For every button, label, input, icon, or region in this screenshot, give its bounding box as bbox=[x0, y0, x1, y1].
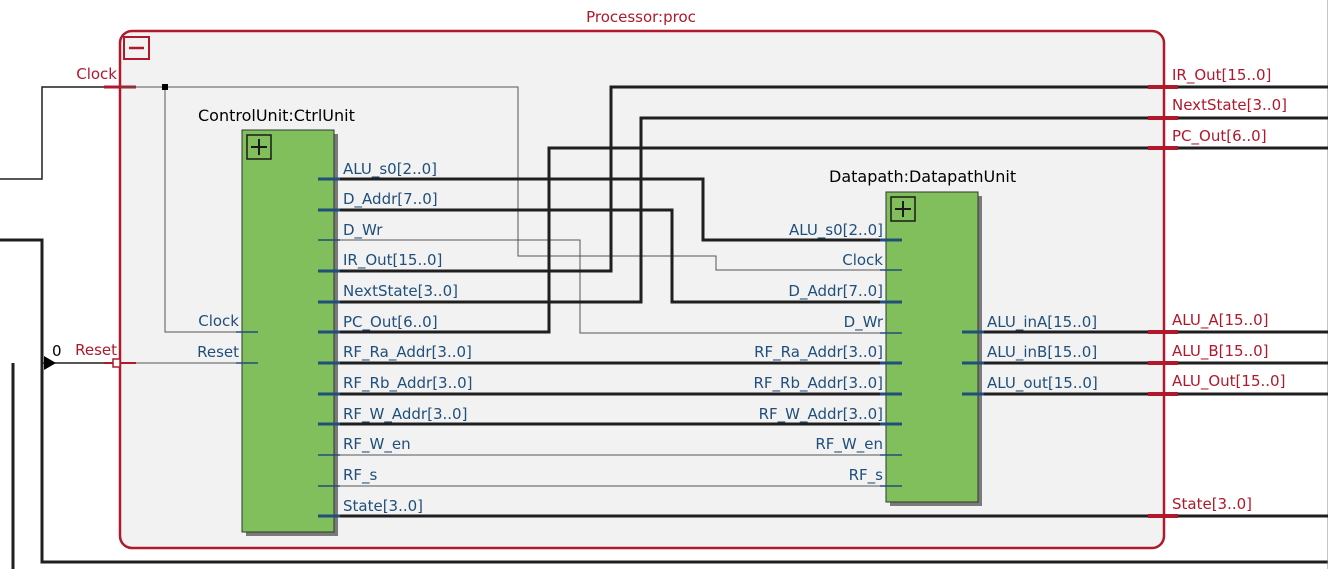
dp-in-alu-s0: ALU_s0[2..0] bbox=[789, 221, 883, 240]
clock-to-datapath-wire bbox=[120, 86, 902, 271]
dp-out-alu-ina: ALU_inA[15..0] bbox=[987, 313, 1097, 332]
datapath-title: Datapath:DatapathUnit bbox=[829, 167, 1016, 186]
ctrl-out-rf-ra-addr: RF_Ra_Addr[3..0] bbox=[343, 343, 472, 362]
clock-junction-dot bbox=[162, 84, 168, 90]
ctrl-out-ir-out: IR_Out[15..0] bbox=[343, 251, 442, 270]
ctrlunit-expand-icon[interactable] bbox=[246, 134, 272, 160]
ctrlunit-title: ControlUnit:CtrlUnit bbox=[198, 106, 355, 125]
d-addr-bus bbox=[334, 208, 902, 304]
datapath-output-labels: ALU_inA[15..0] ALU_inB[15..0] ALU_out[15… bbox=[987, 313, 1098, 393]
output-label-pc-out: PC_Out[6..0] bbox=[1172, 127, 1267, 146]
ctrl-out-rf-w-en: RF_W_en bbox=[343, 435, 411, 454]
dp-in-rf-ra-addr: RF_Ra_Addr[3..0] bbox=[754, 343, 883, 362]
datapath-expand-icon[interactable] bbox=[890, 196, 916, 222]
processor-input-reset[interactable]: Reset bbox=[75, 341, 136, 368]
ctrl-out-d-wr: D_Wr bbox=[343, 221, 383, 240]
ctrl-in-clock: Clock bbox=[198, 312, 239, 330]
datapath-output-pins bbox=[962, 330, 984, 396]
ctrl-out-rf-w-addr: RF_W_Addr[3..0] bbox=[343, 405, 467, 424]
output-label-nextstate: NextState[3..0] bbox=[1172, 96, 1287, 114]
dp-in-d-addr: D_Addr[7..0] bbox=[788, 282, 883, 301]
dp-in-rf-s: RF_s bbox=[849, 466, 884, 485]
ctrl-out-alu-s0: ALU_s0[2..0] bbox=[343, 160, 437, 179]
output-label-alu-b: ALU_B[15..0] bbox=[1172, 342, 1269, 361]
state-feedback-bus bbox=[0, 238, 1328, 564]
datapath-block[interactable] bbox=[885, 191, 982, 506]
processor-output-stubs bbox=[1148, 85, 1178, 518]
processor-output-labels: IR_Out[15..0] NextState[3..0] PC_Out[6..… bbox=[1172, 66, 1287, 513]
ir-out-bus bbox=[334, 85, 1164, 273]
datapath-input-labels: ALU_s0[2..0] Clock D_Addr[7..0] D_Wr RF_… bbox=[753, 221, 883, 485]
clock-external-wire bbox=[0, 86, 120, 180]
alu-s0-bus bbox=[334, 177, 902, 242]
nextstate-bus bbox=[334, 116, 1164, 304]
output-label-alu-a: ALU_A[15..0] bbox=[1172, 311, 1268, 330]
processor-output-wires bbox=[1164, 85, 1328, 518]
dp-out-alu-out: ALU_out[15..0] bbox=[987, 374, 1098, 393]
clock-input-label: Clock bbox=[76, 65, 117, 83]
reset-constant-label: 0 bbox=[52, 342, 62, 360]
dp-in-rf-rb-addr: RF_Rb_Addr[3..0] bbox=[753, 374, 883, 393]
dp-out-alu-inb: ALU_inB[15..0] bbox=[987, 343, 1097, 362]
internal-wires bbox=[120, 84, 1164, 518]
ctrl-out-nextstate: NextState[3..0] bbox=[343, 282, 458, 300]
dp-in-clock: Clock bbox=[842, 251, 883, 269]
ctrl-out-state: State[3..0] bbox=[343, 497, 423, 515]
ctrlunit-output-labels: ALU_s0[2..0] D_Addr[7..0] D_Wr IR_Out[15… bbox=[343, 160, 473, 515]
reset-input-arrow-icon bbox=[44, 356, 56, 370]
clock-to-ctrlunit-wire bbox=[164, 87, 258, 333]
ctrlunit-input-pins: Clock Reset bbox=[197, 312, 258, 364]
reset-input-label: Reset bbox=[75, 341, 117, 359]
processor-title: Processor:proc bbox=[586, 8, 696, 26]
pc-out-bus bbox=[334, 146, 1164, 334]
dp-in-rf-w-addr: RF_W_Addr[3..0] bbox=[759, 405, 883, 424]
ctrl-out-pc-out: PC_Out[6..0] bbox=[343, 313, 438, 332]
output-label-alu-out: ALU_Out[15..0] bbox=[1172, 372, 1285, 391]
dp-in-rf-w-en: RF_W_en bbox=[815, 435, 883, 454]
d-wr-wire bbox=[334, 239, 902, 334]
ctrl-out-d-addr: D_Addr[7..0] bbox=[343, 190, 438, 209]
ctrlunit-output-pins bbox=[318, 177, 340, 518]
ctrl-in-reset: Reset bbox=[197, 343, 239, 361]
ctrl-out-rf-s: RF_s bbox=[343, 466, 378, 485]
output-label-ir-out: IR_Out[15..0] bbox=[1172, 66, 1271, 85]
ctrl-out-rf-rb-addr: RF_Rb_Addr[3..0] bbox=[343, 374, 473, 393]
output-label-state: State[3..0] bbox=[1172, 495, 1252, 513]
dp-in-d-wr: D_Wr bbox=[844, 313, 884, 332]
collapse-toggle-icon[interactable] bbox=[123, 36, 150, 60]
datapath-input-pins bbox=[880, 238, 902, 487]
